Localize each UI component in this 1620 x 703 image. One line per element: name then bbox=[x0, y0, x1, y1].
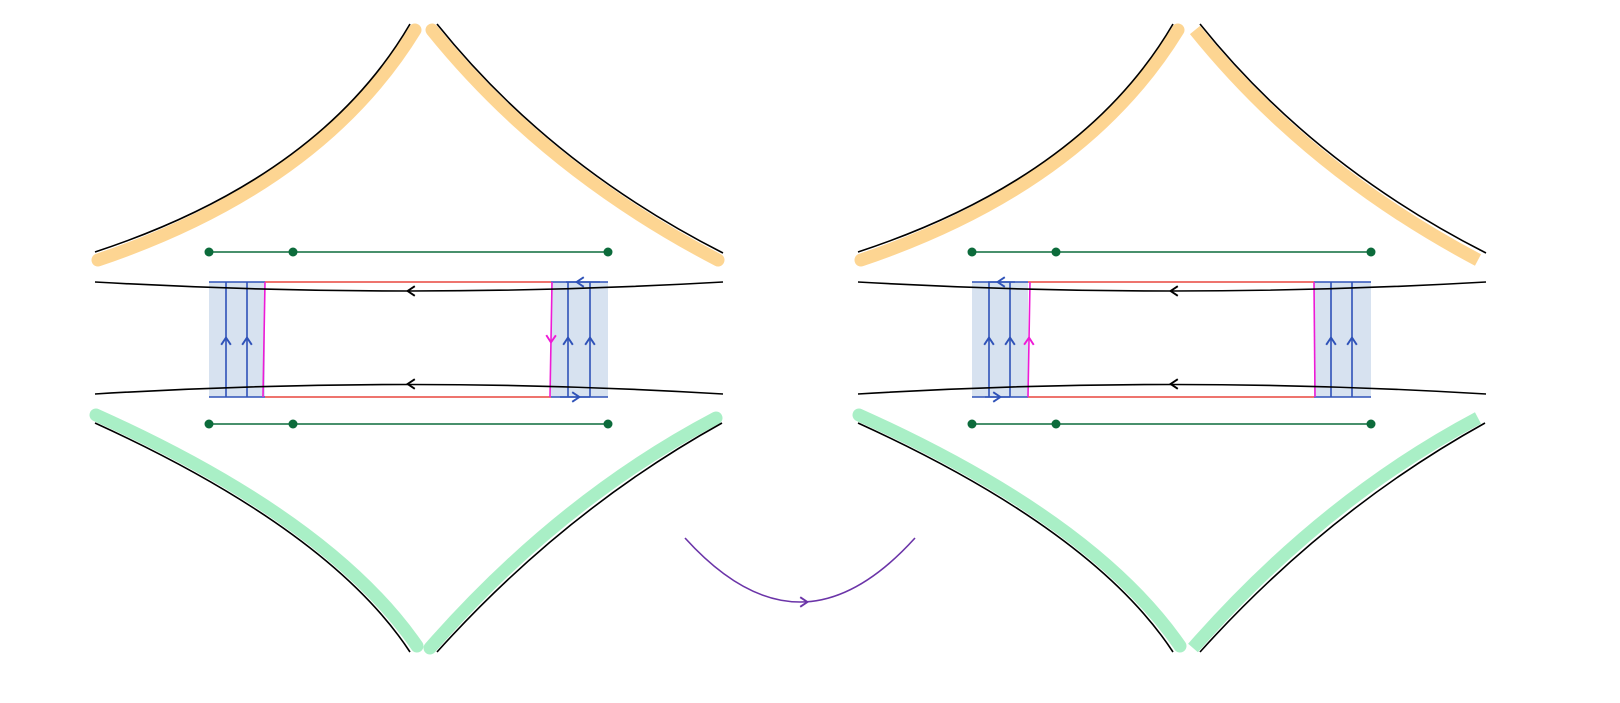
orange-band-top-left bbox=[854, 23, 1185, 267]
curve-bottom-left bbox=[94, 422, 411, 653]
green-node bbox=[1051, 419, 1061, 429]
curve-top-right bbox=[436, 23, 724, 254]
blue-shade-right bbox=[1314, 282, 1371, 397]
green-node bbox=[204, 247, 214, 257]
green-node bbox=[1366, 247, 1376, 257]
blue-shade-right bbox=[551, 282, 608, 397]
magenta-edge-left bbox=[262, 281, 266, 398]
green-node bbox=[288, 247, 298, 257]
green-band-bottom-left bbox=[852, 408, 1187, 653]
black-flow-curve-top bbox=[94, 281, 724, 292]
curve-top-left bbox=[857, 23, 1174, 253]
black-flow-curve-bottom bbox=[857, 383, 1487, 395]
green-band-bottom-left bbox=[89, 408, 424, 653]
blue-shade-left bbox=[972, 282, 1028, 397]
green-node bbox=[1366, 419, 1376, 429]
magenta-edge-right bbox=[1313, 281, 1316, 398]
green-node bbox=[204, 419, 214, 429]
magenta-edge-right bbox=[545, 281, 557, 398]
curve-bottom-right bbox=[1199, 422, 1486, 653]
curve-bottom-right bbox=[436, 422, 723, 653]
magenta-edge-left bbox=[1023, 281, 1035, 398]
green-node bbox=[967, 419, 977, 429]
left-panel bbox=[89, 23, 725, 655]
green-node bbox=[1051, 247, 1061, 257]
green-band-bottom-right bbox=[1188, 412, 1482, 653]
orange-band-top-right bbox=[1189, 25, 1482, 266]
orange-band-top-right bbox=[425, 23, 725, 267]
right-panel bbox=[852, 23, 1487, 653]
blue-shade-left bbox=[209, 282, 265, 397]
curve-top-left bbox=[94, 23, 411, 253]
purple-transition-arrow bbox=[684, 537, 916, 603]
black-flow-curve-bottom bbox=[94, 383, 724, 395]
green-node bbox=[288, 419, 298, 429]
orange-band-top-left bbox=[91, 23, 422, 267]
black-flow-curve-top bbox=[857, 281, 1487, 292]
green-node bbox=[603, 419, 613, 429]
green-band-bottom-right bbox=[423, 411, 723, 655]
green-node bbox=[967, 247, 977, 257]
curve-top-right bbox=[1199, 23, 1487, 254]
curve-bottom-left bbox=[857, 422, 1174, 653]
green-node bbox=[603, 247, 613, 257]
